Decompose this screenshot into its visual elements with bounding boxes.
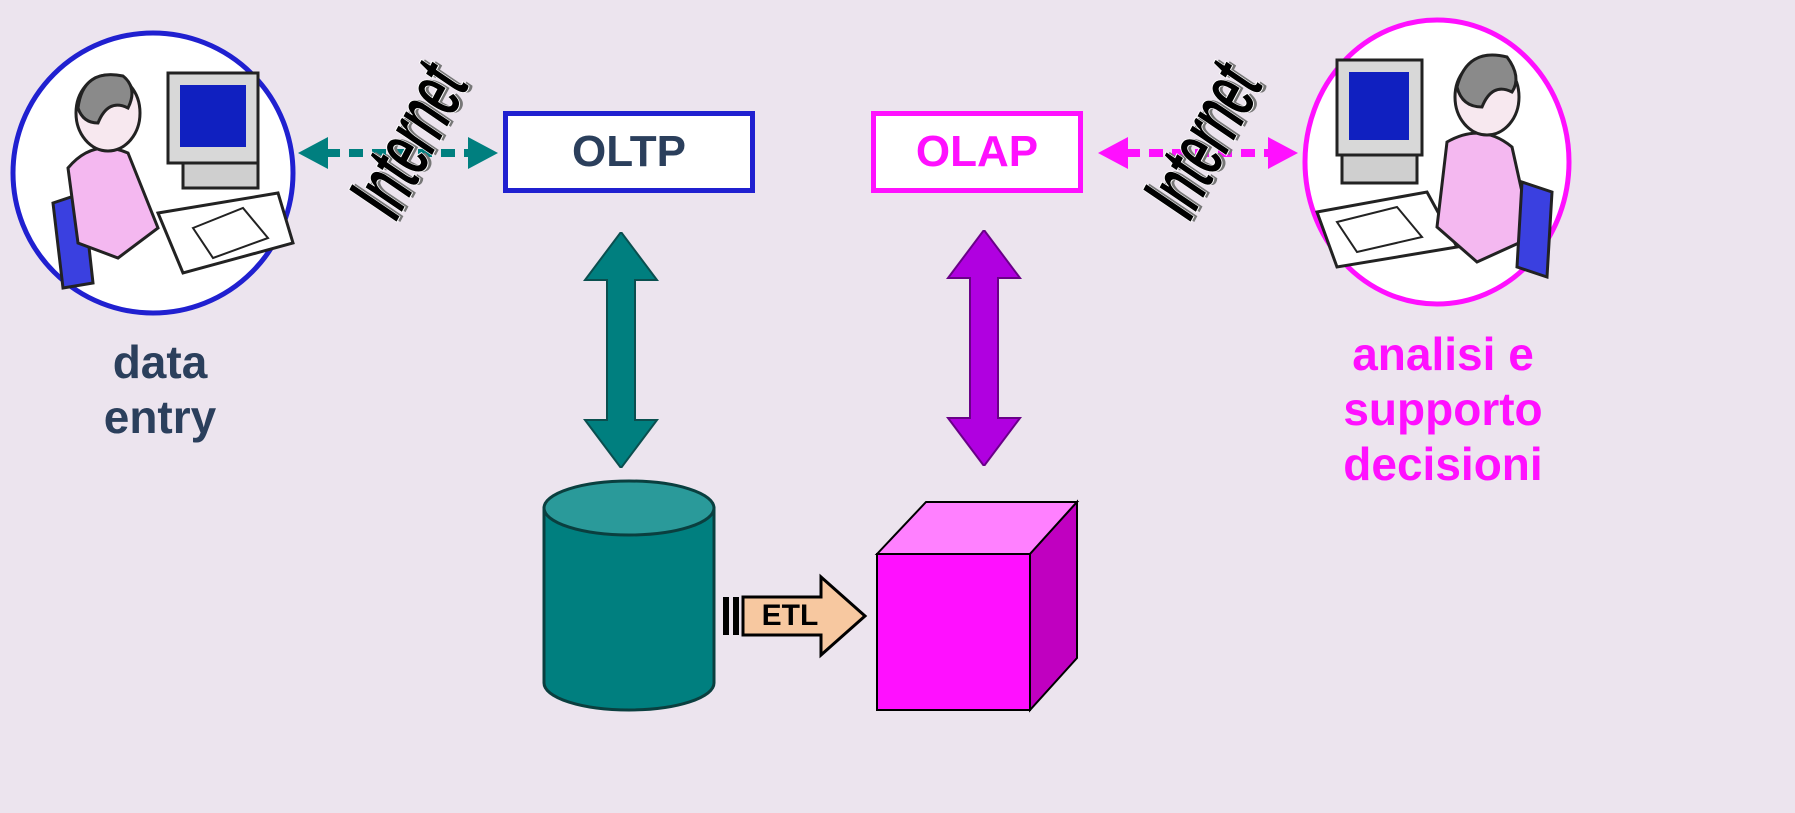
left-user-icon — [8, 28, 298, 318]
right-internet-arrow — [1098, 133, 1298, 173]
internet-label-right: Internet — [1123, 48, 1280, 231]
right-user-icon — [1297, 12, 1587, 312]
database-cylinder-icon — [541, 478, 717, 713]
oltp-double-arrow-icon — [581, 230, 661, 470]
data-entry-label: data entry — [60, 335, 260, 445]
olap-double-arrow-icon — [944, 228, 1024, 468]
etl-label: ETL — [761, 599, 819, 632]
olap-box: OLAP — [871, 111, 1083, 193]
etl-arrow-icon — [721, 573, 869, 659]
olap-cube-icon — [874, 498, 1080, 713]
analisi-label: analisi e supporto decisioni — [1318, 327, 1568, 492]
left-internet-arrow — [298, 133, 498, 173]
internet-label-left: Internet — [329, 48, 486, 231]
olap-label: OLAP — [915, 127, 1039, 176]
oltp-box: OLTP — [503, 111, 755, 193]
oltp-label: OLTP — [571, 127, 687, 176]
data-entry-line-2: entry — [103, 391, 217, 443]
data-entry-line-1: data — [112, 336, 208, 388]
analisi-line-3: decisioni — [1343, 438, 1543, 490]
analisi-line-1: analisi e — [1352, 328, 1534, 380]
analisi-line-2: supporto — [1343, 383, 1543, 435]
